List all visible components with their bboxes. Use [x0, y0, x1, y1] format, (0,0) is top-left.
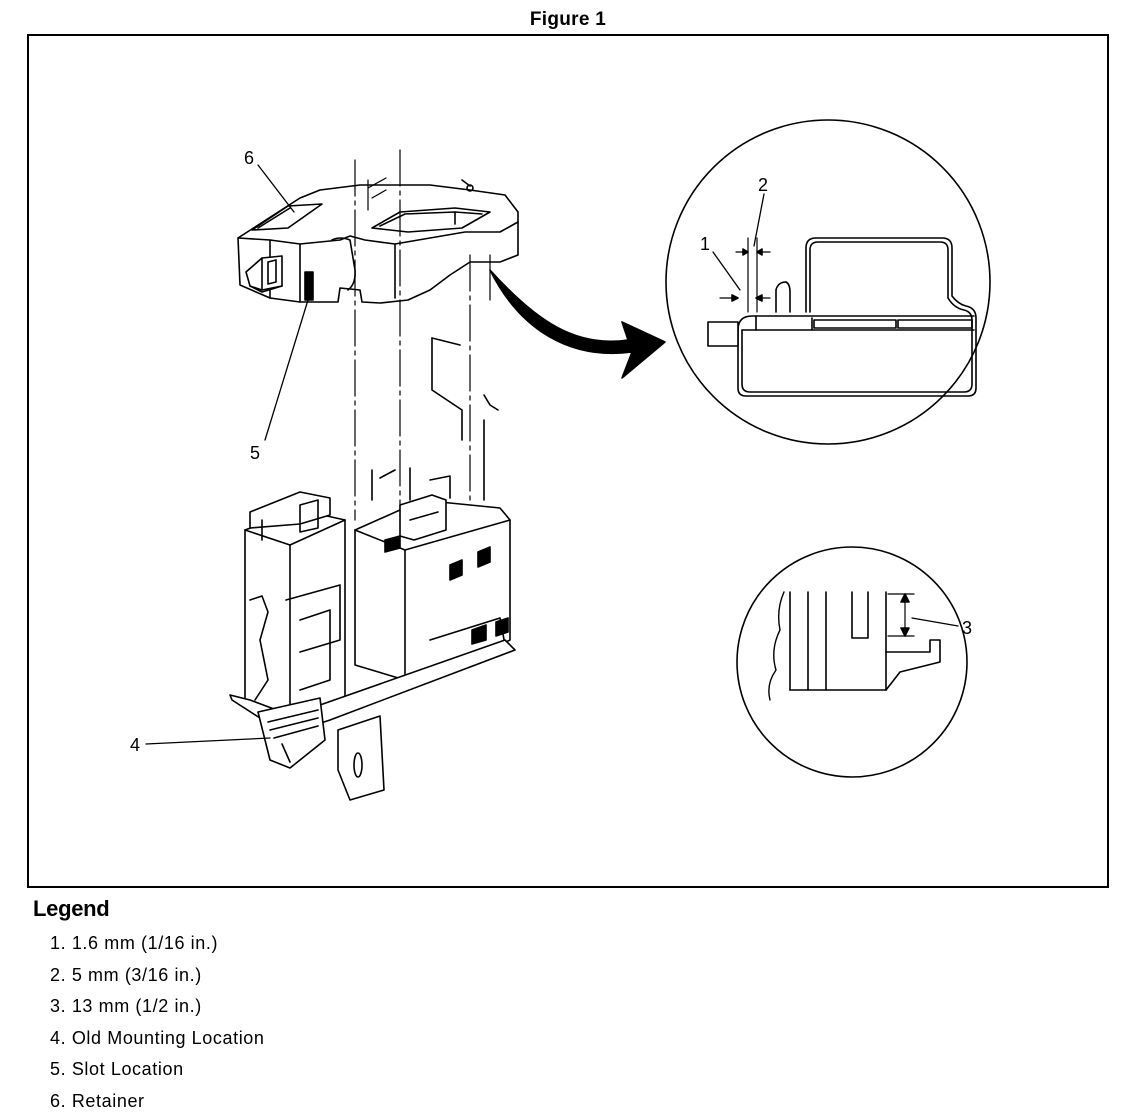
legend-title: Legend	[33, 896, 110, 921]
legend-item: 2. 5 mm (3/16 in.)	[50, 964, 202, 985]
callout-5-label: 5	[250, 443, 260, 463]
alignment-lines	[354, 149, 491, 521]
legend-list: 1. 1.6 mm (1/16 in.) 2. 5 mm (3/16 in.) …	[50, 928, 265, 1117]
callout-1-label: 1	[700, 234, 710, 254]
callout-3-label: 3	[962, 618, 972, 638]
callout-6-label: 6	[244, 148, 254, 168]
diagram-illustration: 6 5 4 1 2 3	[130, 119, 991, 801]
callout-2-label: 2	[758, 175, 768, 195]
retainer-drawing	[237, 179, 519, 304]
legend-item: 4. Old Mounting Location	[50, 1027, 265, 1048]
curved-arrow	[489, 269, 666, 379]
legend-item: 1. 1.6 mm (1/16 in.)	[50, 933, 219, 953]
figure-title: Figure 1	[529, 9, 607, 30]
legend-item: 6. Retainer	[50, 1090, 145, 1111]
legend-item: 3. 13 mm (1/2 in.)	[50, 996, 202, 1016]
detail-circle-upper	[665, 119, 991, 445]
relay-block-drawing	[229, 337, 516, 801]
callouts: 6 5 4 1 2 3	[130, 148, 972, 755]
legend-item: 5. Slot Location	[50, 1059, 184, 1079]
callout-4-label: 4	[130, 735, 140, 755]
detail-circle-lower	[736, 546, 968, 778]
figure-frame	[27, 34, 1109, 888]
